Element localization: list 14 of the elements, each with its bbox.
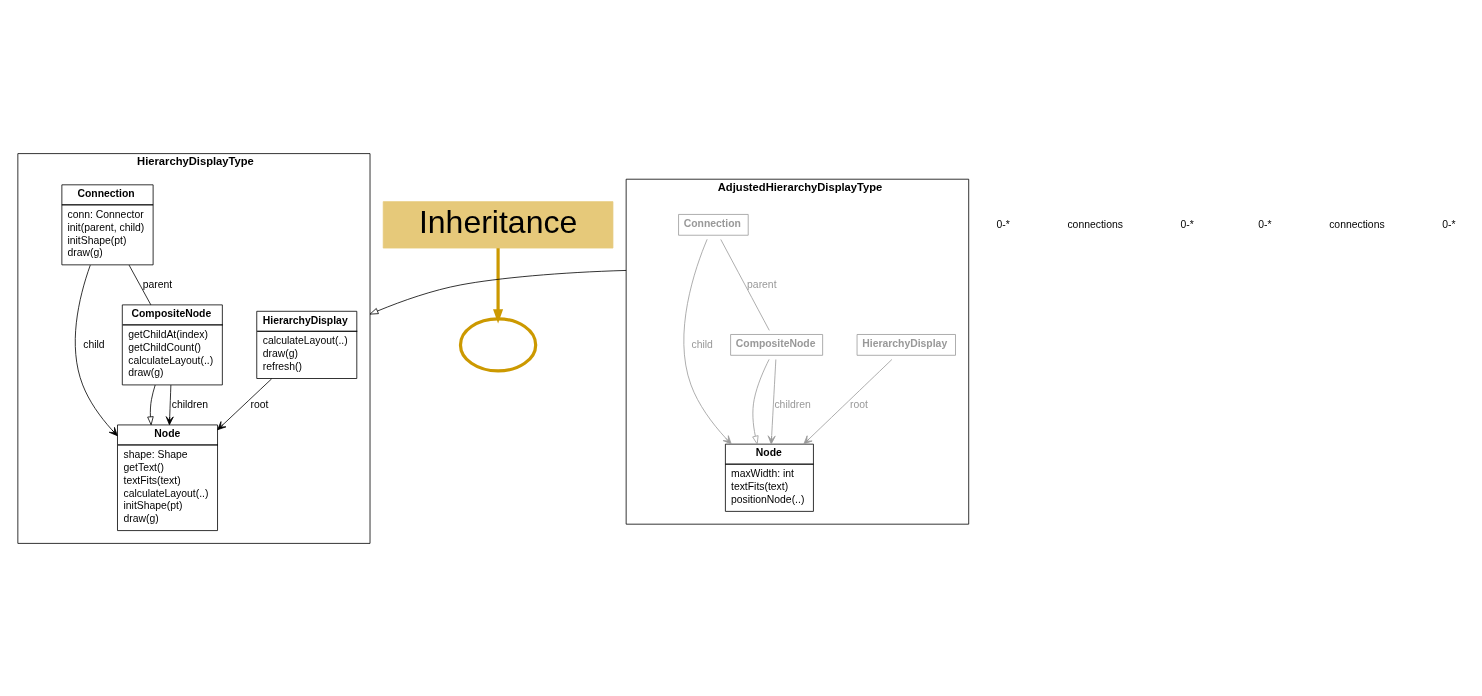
label: 0-* — [1258, 218, 1272, 230]
label: 0-* — [1442, 218, 1456, 230]
label: connections — [1329, 218, 1385, 230]
edge-label: parent — [747, 278, 777, 290]
edge-label: child — [691, 338, 713, 350]
edge-label: root — [850, 398, 869, 410]
label: connections — [1067, 218, 1123, 230]
label: 0-* — [996, 218, 1010, 230]
edge-label: child — [83, 338, 105, 350]
label: 0-* — [1180, 218, 1194, 230]
edge-label: root — [250, 398, 269, 410]
edge-label: children — [171, 398, 209, 410]
edge-label: children — [774, 398, 811, 410]
edge-label: parent — [142, 278, 173, 290]
